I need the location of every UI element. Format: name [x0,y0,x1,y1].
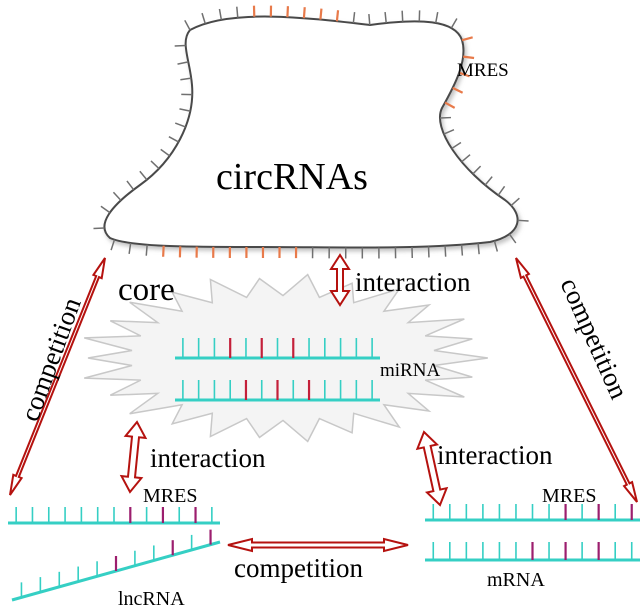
circrna-tick [93,227,105,230]
circrna-tick [450,18,458,29]
circrna-tick [477,243,480,255]
circrna-tick [150,160,160,170]
circrna-tick [177,61,189,65]
circrna-tick [434,11,439,24]
circrna-tick [179,108,191,112]
interaction-arrow-right [415,430,449,507]
circrna-tick [126,180,135,191]
circrna-tick [100,205,111,214]
circrna-mres-tick [335,10,340,22]
interaction-label-right: interaction [437,440,553,470]
circrna-mres-tick [302,7,306,19]
circrna-tick [168,136,179,143]
competition-arrow-right [515,257,638,503]
mrna-label: mRNA [487,569,545,591]
mirna-strand-upper [175,338,380,360]
circrnas-label: circRNAs [216,156,368,198]
circrna-tick [510,197,520,207]
mrna-strands [425,504,640,562]
interaction-label-top: interaction [355,267,471,297]
circrna-mres-tick [452,86,464,94]
mres-label-top: MRES [457,60,509,81]
circrna-mres-tick [319,8,323,20]
circrna-mres-tick [463,55,475,60]
circrna-tick [384,11,387,24]
lncrna-strand-upper [8,507,220,525]
circrna-mres-tick [461,36,473,42]
mrna-strand-lower [425,542,640,562]
circrna-tick [145,244,148,256]
circrna-tick [517,219,529,222]
circrna-tick [460,244,464,256]
circrna-tick [368,13,371,26]
circrna-outline [103,15,519,249]
circrna-molecule [93,5,529,259]
circrna-tick [139,170,148,181]
circrna-tick [401,10,404,22]
lncrna-strands [8,507,221,602]
circrna-tick [451,141,462,150]
mres-label-right: MRES [542,485,596,507]
interaction-arrow-left [119,420,148,494]
circrna-tick [508,233,517,244]
circrna-tick [160,148,171,157]
circrna-mres-tick [458,71,470,78]
circrna-tick [461,154,471,163]
circrna-tick [484,176,493,186]
circrna-tick [236,6,239,18]
circrna-tick [493,240,499,252]
circrna-tick [184,19,191,31]
competition-arrow-left [9,257,106,496]
lncrna-label: lncRNA [118,588,185,610]
circrna-tick [110,239,116,251]
circrna-mres-tick [286,6,290,18]
circrna-tick [201,12,206,24]
interaction-arrow-top [329,253,351,307]
core-label: core [118,272,175,308]
mirna-strand-lower [175,380,380,402]
circrna-tick [443,128,455,135]
circrna-tick [472,165,482,175]
competition-label-right: competition [555,273,635,403]
lncrna-strand-lower [11,529,221,602]
circrna-tick [112,191,122,201]
circrna-tick [174,122,186,128]
circrna-tick [128,242,132,255]
circrna-mres-tick [444,101,456,109]
relationship-arrows [9,253,638,553]
circrna-tick [218,8,223,20]
interaction-label-left: interaction [150,443,266,473]
circrna-binding-sites [93,5,529,259]
circrna-mres-tick [162,245,165,257]
circrna-tick [497,185,506,196]
competition-label-bottom: competition [234,553,363,583]
mirna-strands [175,338,380,402]
circrna-tick [444,245,447,257]
competition-label-left: competition [14,293,86,425]
competition-arrow-bottom [227,537,409,553]
circrna-tick [352,12,356,24]
mrna-strand-upper [425,504,640,522]
mres-label-left: MRES [143,485,197,507]
mirna-label: miRNA [380,360,440,381]
circrna-tick [180,77,192,81]
